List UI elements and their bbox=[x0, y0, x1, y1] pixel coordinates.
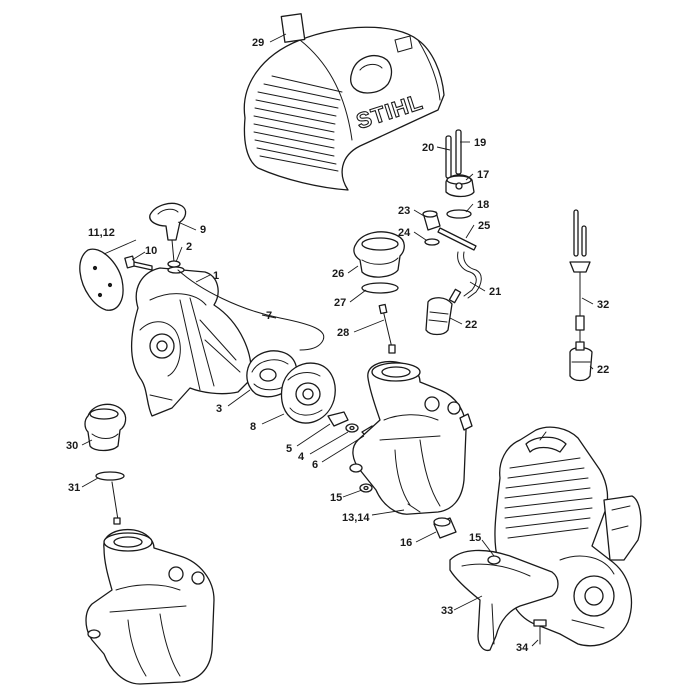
fuel-hose bbox=[457, 251, 482, 299]
fuel-cap bbox=[353, 231, 405, 278]
o-ring-24 bbox=[424, 238, 440, 246]
engine-assembly bbox=[494, 426, 642, 647]
cover-decal bbox=[280, 13, 306, 43]
pawl bbox=[327, 411, 349, 427]
callout-30: 30 bbox=[66, 440, 78, 452]
tank-vent-left bbox=[111, 481, 121, 525]
starter-housing bbox=[130, 267, 252, 417]
annular-buffer bbox=[433, 517, 457, 539]
fuel-tank-lower bbox=[85, 528, 215, 685]
fuel-tank bbox=[349, 360, 473, 515]
callout-1: 1 bbox=[213, 270, 219, 282]
callout-15-right: 15 bbox=[469, 532, 481, 544]
rope-guide-bush bbox=[167, 239, 185, 274]
callout-23: 23 bbox=[398, 205, 410, 217]
callout-5: 5 bbox=[286, 443, 292, 455]
callout-7: 7 bbox=[266, 310, 272, 322]
rope-rotor bbox=[280, 362, 336, 424]
leader-lines bbox=[81, 33, 594, 647]
callout-3: 3 bbox=[216, 403, 222, 415]
screw bbox=[124, 255, 153, 271]
callout-27: 27 bbox=[334, 297, 346, 309]
callout-15-left: 15 bbox=[330, 492, 342, 504]
washer bbox=[345, 423, 359, 433]
callout-33: 33 bbox=[441, 605, 453, 617]
callout-20: 20 bbox=[422, 142, 434, 154]
callout-26: 26 bbox=[332, 268, 344, 280]
grommet-right bbox=[487, 555, 501, 565]
valve bbox=[422, 210, 441, 231]
callout-9: 9 bbox=[200, 224, 206, 236]
callout-4: 4 bbox=[298, 451, 305, 463]
screw-34 bbox=[533, 619, 547, 645]
fuel-filter-right bbox=[569, 341, 593, 382]
callout-31: 31 bbox=[68, 482, 80, 494]
callout-21: 21 bbox=[489, 286, 501, 298]
pickup-hose bbox=[569, 209, 591, 343]
fuel-tube-19 bbox=[455, 129, 462, 175]
callout-13-14: 13,14 bbox=[342, 512, 370, 524]
callout-2: 2 bbox=[186, 241, 192, 253]
cap-seal-left bbox=[95, 471, 125, 481]
callout-18: 18 bbox=[477, 199, 489, 211]
starter-disc-plate bbox=[79, 248, 124, 311]
grommet-left bbox=[359, 483, 373, 493]
seal-ring bbox=[446, 209, 472, 219]
callout-10: 10 bbox=[145, 245, 157, 257]
starter-grip bbox=[149, 202, 187, 241]
callout-11-12: 11,12 bbox=[88, 227, 115, 239]
rod bbox=[437, 227, 477, 251]
callout-17: 17 bbox=[477, 169, 489, 181]
callout-16: 16 bbox=[400, 537, 412, 549]
tank-vent bbox=[378, 303, 396, 354]
starter-rope bbox=[177, 269, 325, 351]
cap-seal bbox=[361, 282, 399, 294]
callout-28: 28 bbox=[337, 327, 349, 339]
callout-19: 19 bbox=[474, 137, 486, 149]
fuel-tube-20 bbox=[445, 135, 452, 179]
callout-22-right: 22 bbox=[597, 364, 609, 376]
fuel-cap-left bbox=[84, 403, 127, 452]
callout-22-center: 22 bbox=[465, 319, 477, 331]
callout-8: 8 bbox=[250, 421, 256, 433]
callout-32: 32 bbox=[597, 299, 609, 311]
callout-24: 24 bbox=[398, 227, 411, 239]
primer-bulb bbox=[445, 174, 475, 198]
fuel-filter-center bbox=[425, 288, 462, 336]
callout-29: 29 bbox=[252, 37, 264, 49]
callout-labels: 29 20 19 17 18 23 24 25 26 27 21 22 28 1… bbox=[66, 37, 609, 654]
engine-cover: STIHL bbox=[243, 26, 445, 191]
callout-25: 25 bbox=[478, 220, 490, 232]
callout-6: 6 bbox=[312, 459, 318, 471]
callout-34: 34 bbox=[516, 642, 529, 654]
